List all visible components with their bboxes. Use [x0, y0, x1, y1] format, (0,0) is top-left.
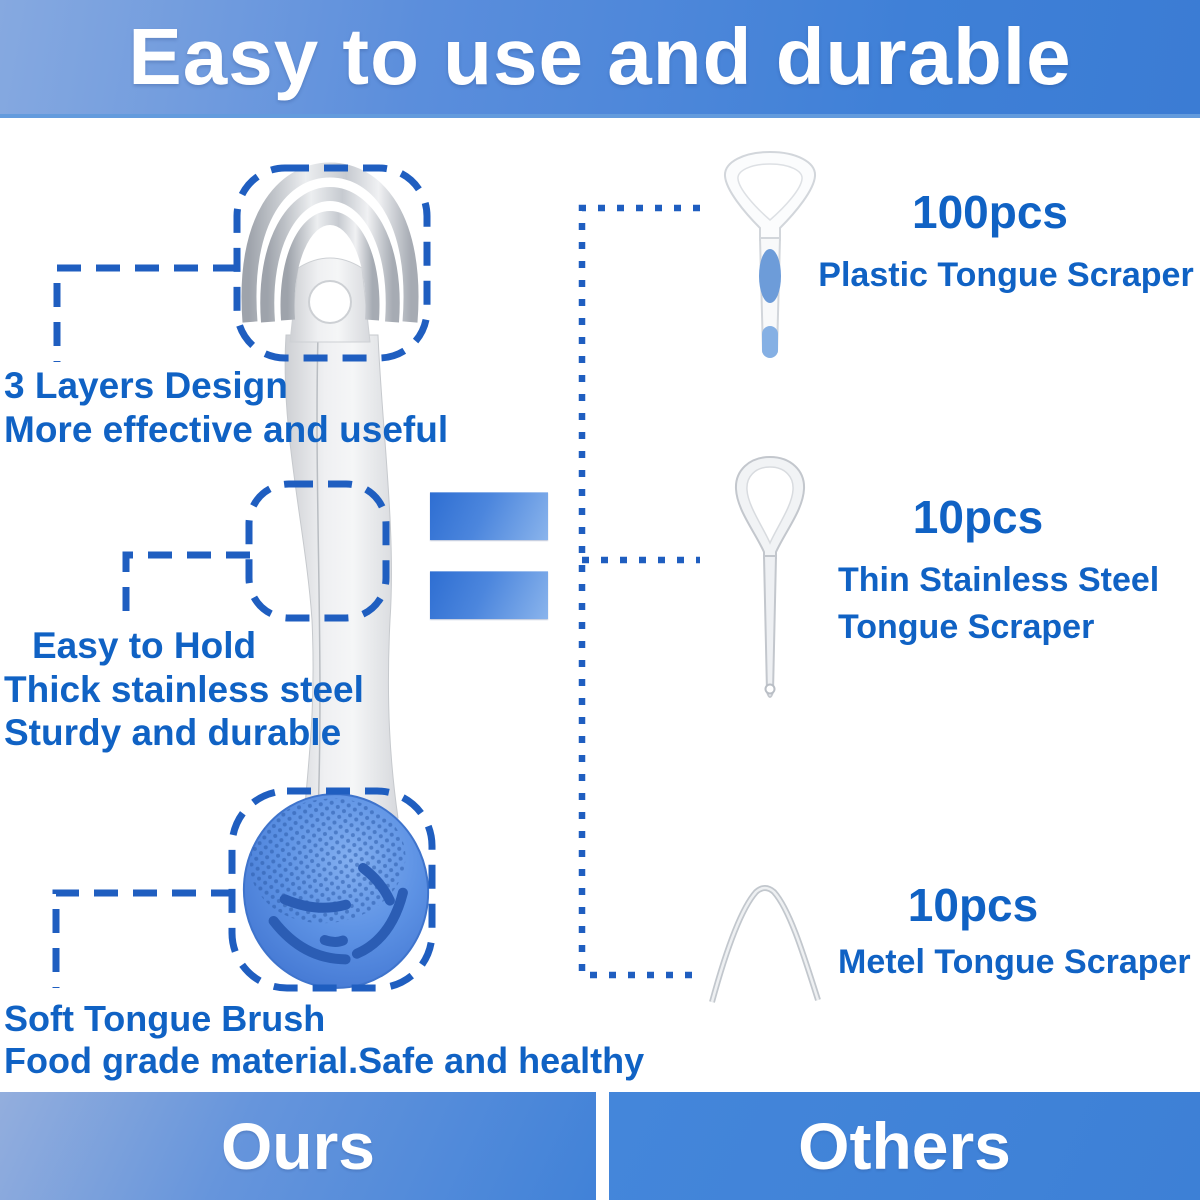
- scraper-head-hole: [308, 280, 352, 324]
- callout-line: More effective and useful: [4, 408, 449, 450]
- metal-tongue-scraper-image: [709, 885, 821, 1003]
- highlight-box-head: [233, 164, 431, 362]
- ours-label: Ours: [220, 1109, 376, 1183]
- callout-easy-to-hold: Easy to Hold Thick stainless steel Sturd…: [4, 624, 364, 755]
- item-quantity-thin-steel: 10pcs: [912, 491, 1044, 543]
- others-label: Others: [798, 1109, 1011, 1183]
- thin-steel-tongue-scraper-image: [734, 455, 806, 698]
- header-banner: Easy to use and durable: [0, 0, 1200, 118]
- equals-icon: [430, 492, 548, 619]
- callout-line: Thick stainless steel: [4, 668, 364, 710]
- callout-line: 3 Layers Design: [4, 365, 288, 406]
- callout-line: Soft Tongue Brush: [4, 998, 326, 1039]
- item-name-thin-steel-line1: Thin Stainless Steel: [838, 561, 1160, 599]
- callout-line: Food grade material.Safe and healthy: [4, 1040, 645, 1082]
- others-banner: Others: [609, 1092, 1200, 1200]
- scraper-head-layer-middle: [260, 186, 400, 323]
- item-quantity-plastic: 100pcs: [911, 186, 1069, 238]
- comparison-bracket: [578, 204, 700, 979]
- scraper-head-layer-inner: [280, 210, 380, 321]
- callout-connector-2: [122, 551, 250, 621]
- item-name-plastic: Plastic Tongue Scraper: [818, 256, 1194, 294]
- page-title: Easy to use and durable: [128, 12, 1072, 101]
- callout-connector-1: [53, 264, 237, 362]
- item-name-thin-steel-line2: Tongue Scraper: [838, 608, 1095, 646]
- callout-3-layers: 3 Layers Design More effective and usefu…: [4, 364, 448, 451]
- callout-line: Sturdy and durable: [4, 712, 342, 754]
- ours-banner: Ours: [0, 1092, 596, 1200]
- callout-soft-brush: Soft Tongue Brush Food grade material.Sa…: [4, 998, 644, 1083]
- highlight-box-handle: [245, 480, 390, 622]
- scraper-handle: [284, 334, 399, 819]
- silicone-brush-head: [242, 793, 430, 989]
- plastic-tongue-scraper-image: [723, 150, 817, 358]
- callout-connector-3: [52, 889, 235, 988]
- item-name-metal: Metel Tongue Scraper: [838, 943, 1191, 981]
- main-tongue-scraper-brush-image: [241, 162, 430, 989]
- highlight-box-brush: [228, 787, 436, 992]
- item-quantity-metal: 10pcs: [907, 879, 1039, 931]
- callout-line: Easy to Hold: [32, 625, 257, 666]
